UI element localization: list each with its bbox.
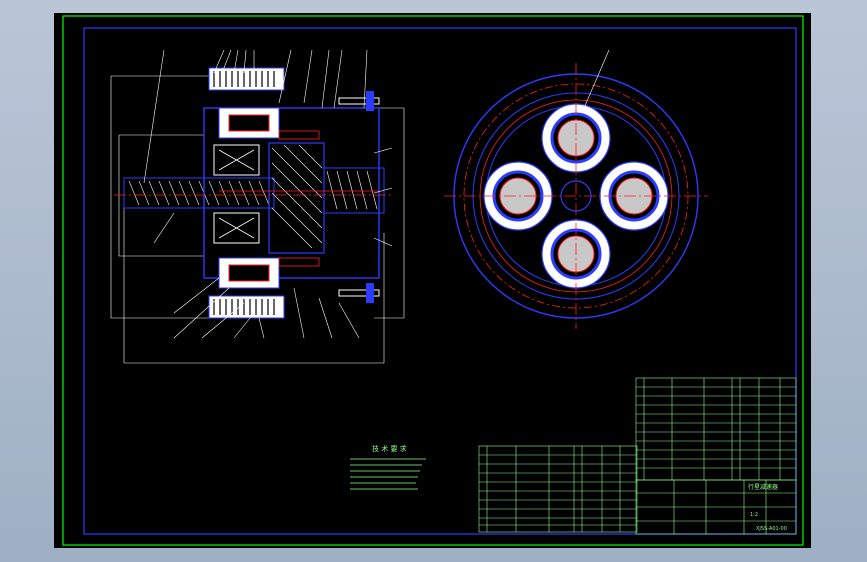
bolt-upper — [338, 97, 380, 105]
housing — [203, 107, 380, 279]
parts-list-upper — [635, 377, 797, 481]
planet-bore-upper — [228, 114, 270, 132]
bearing-cross-lower — [218, 217, 255, 239]
drawing-scale: 1:2 — [750, 512, 758, 518]
input-shaft-hatch — [128, 180, 270, 206]
parts-list-lower — [478, 445, 638, 533]
end-view-leader — [583, 49, 610, 109]
section-view — [110, 49, 405, 364]
carrier-hatch — [271, 144, 323, 249]
notes-lines — [350, 458, 426, 490]
notes-heading: 技 术 要 求 — [372, 444, 407, 453]
input-shaft — [123, 177, 275, 209]
planet-bore-lower — [228, 264, 270, 282]
drawing-title: 行星减速器 — [748, 483, 778, 491]
bolt-head-upper — [366, 91, 374, 111]
section-red-details — [219, 130, 379, 267]
drawing-number: XJSS-A01-00 — [756, 526, 787, 532]
output-shaft-hatch — [326, 170, 378, 210]
technical-notes: 技 术 要 求 — [350, 444, 426, 490]
ring-gear-top — [208, 67, 285, 91]
inner-border — [83, 27, 797, 535]
bolt-lower — [338, 289, 380, 297]
leader-lines — [143, 49, 393, 339]
bearing-left — [213, 144, 260, 176]
cad-viewport[interactable]: 技 术 要 求 — [54, 13, 811, 548]
output-shaft — [323, 167, 385, 214]
ring-gear-teeth-bottom — [213, 299, 275, 315]
planet-gear-left — [483, 161, 553, 231]
bolt-head-lower — [366, 283, 374, 303]
ring-gear-bottom — [208, 295, 285, 319]
end-view — [444, 49, 708, 329]
bearing-left-lower — [213, 212, 260, 244]
assembly-drawing: 技 术 要 求 — [62, 15, 804, 546]
title-block: 行星减速器 1:2 XJSS-A01-00 — [635, 479, 797, 535]
bearing-cross — [218, 149, 255, 171]
outer-frame — [62, 15, 804, 546]
ring-gear-teeth — [213, 71, 275, 87]
